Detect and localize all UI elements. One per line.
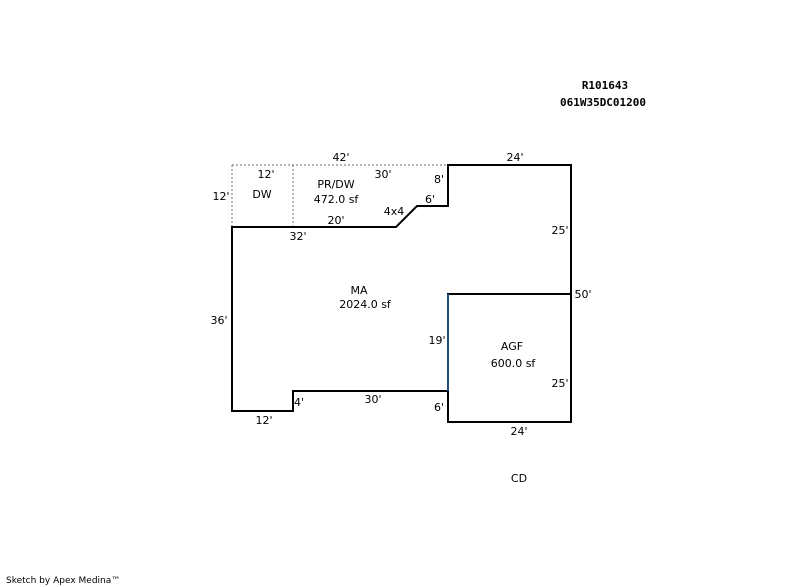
dim-pr-inner-top: 30'	[374, 168, 391, 181]
dim-dw-left: 12'	[212, 190, 229, 203]
dim-diagonal: 4x4	[384, 205, 405, 218]
pr-dw-area: 472.0 sf	[314, 193, 360, 206]
dim-ma-bottom-mid: 30'	[364, 393, 381, 406]
agf-label: AGF	[501, 340, 523, 353]
pr-dw-label: PR/DW	[317, 178, 354, 191]
dw-label: DW	[252, 188, 271, 201]
dim-right-lower: 25'	[551, 377, 568, 390]
account-id: R101643	[582, 79, 628, 92]
pr-dw-outline	[231, 164, 448, 227]
dim-step-vertical: 8'	[434, 173, 444, 186]
dim-right-overall: 50'	[574, 288, 591, 301]
dim-top-right: 24'	[506, 151, 523, 164]
sketch-credit: Sketch by Apex Medina™	[6, 576, 120, 586]
cd-label: CD	[511, 472, 527, 485]
dim-dw-top: 12'	[257, 168, 274, 181]
dim-ma-bottom-left: 12'	[255, 414, 272, 427]
dim-ma-bottom-right-vertical: 6'	[434, 401, 444, 414]
dim-ma-top-inner: 20'	[327, 214, 344, 227]
dim-right-upper: 25'	[551, 224, 568, 237]
dim-ma-notch: 4'	[294, 396, 304, 409]
agf-area: 600.0 sf	[491, 357, 537, 370]
main-area-outline	[231, 164, 572, 412]
map-tax-lot: 061W35DC01200	[560, 96, 646, 109]
dim-agf-left: 19'	[428, 334, 445, 347]
dim-bottom-right: 24'	[510, 425, 527, 438]
dim-ma-left: 36'	[210, 314, 227, 327]
ma-area: 2024.0 sf	[339, 298, 392, 311]
dim-top-overall: 42'	[332, 151, 349, 164]
ma-label: MA	[350, 284, 367, 297]
dim-step-horizontal: 6'	[425, 193, 435, 206]
dim-ma-top-overall: 32'	[289, 230, 306, 243]
